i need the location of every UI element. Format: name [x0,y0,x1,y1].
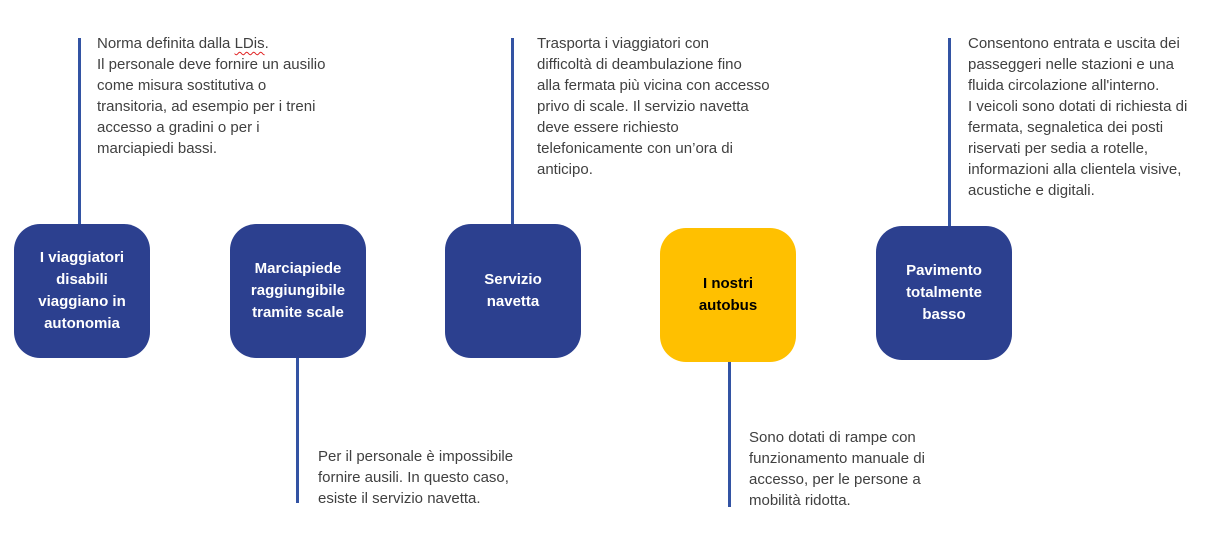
connector-line-box2-to-note [296,356,299,503]
connector-line-box4-to-note [728,360,731,507]
annotation-text: . Il personale deve fornire un ausilio c… [97,35,326,157]
box-label: I nostri autobus [698,275,758,314]
box-marciapiede-scale: Marciapiede raggiungibile tramite scale [230,224,366,358]
box-servizio-navetta: Servizio navetta [445,224,581,358]
annotation-text: Norma definita dalla [97,35,235,52]
misspelled-word-ldis: LDis [234,35,265,52]
box-nostri-autobus: I nostri autobus [660,228,796,362]
connector-line-autobus-to-box5 [948,38,951,228]
annotation-norma-ldis: Norma definita dalla LDis. Il personale … [97,33,352,159]
box-label: Servizio navetta [484,271,542,310]
connector-line-norma-to-box1 [78,38,81,228]
annotation-rampe-manuali: Sono dotati di rampe con funzionamento m… [749,429,925,509]
connector-line-navetta-to-box3 [511,38,514,228]
annotation-servizio-navetta-info: Trasporta i viaggiatori con difficoltà d… [537,35,770,178]
annotation-autobus-dotazioni: Consentono entrata e uscita dei passegge… [968,35,1188,199]
box-label: I viaggiatori disabili viaggiano in auto… [38,249,126,332]
box-pavimento-basso: Pavimento totalmente basso [876,226,1012,360]
box-label: Marciapiede raggiungibile tramite scale [250,260,346,321]
box-viaggiatori-autonomia: I viaggiatori disabili viaggiano in auto… [14,224,150,358]
box-label: Pavimento totalmente basso [906,262,982,323]
annotation-personale-impossibile: Per il personale è impossibile fornire a… [318,448,514,507]
